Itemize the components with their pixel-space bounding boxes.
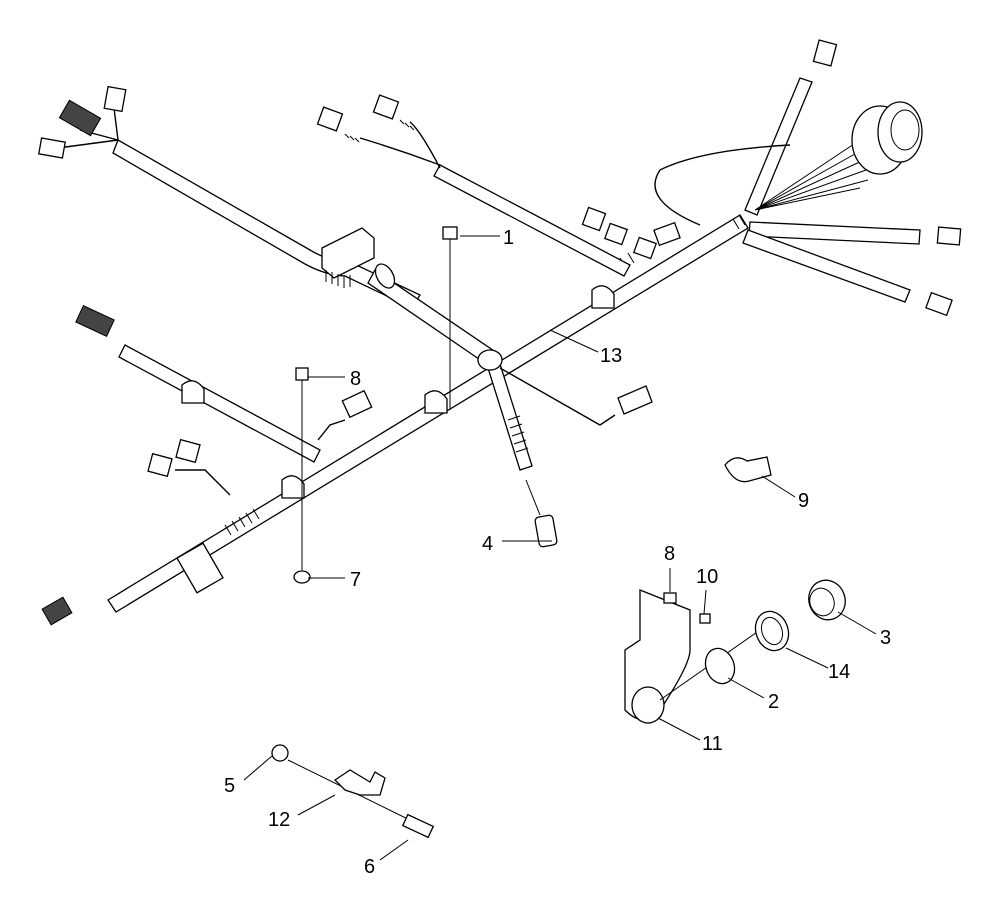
upper-middle-branch <box>316 94 681 277</box>
right-branches <box>654 39 962 317</box>
clip-part-9 <box>724 456 772 483</box>
sleeve-part-4 <box>525 479 558 548</box>
callout-11: 11 <box>702 733 723 755</box>
bolt-part-8-upper <box>293 367 311 584</box>
callout-13: 13 <box>600 345 622 367</box>
upper-left-branch <box>38 85 501 369</box>
callout-6: 6 <box>364 856 375 878</box>
callout-7: 7 <box>350 569 361 591</box>
callout-4: 4 <box>482 533 493 555</box>
harness-clamps <box>181 285 615 499</box>
callout-14: 14 <box>828 661 850 683</box>
lower-bracket-assembly <box>271 744 435 839</box>
center-down-branch <box>477 349 653 471</box>
bracket-assembly <box>624 579 846 724</box>
callout-leaders <box>243 235 877 861</box>
left-lower-branches <box>41 304 373 626</box>
callout-2: 2 <box>768 691 779 713</box>
callout-1: 1 <box>503 227 514 249</box>
callout-3: 3 <box>880 627 891 649</box>
callout-9: 9 <box>798 490 809 512</box>
callout-5: 5 <box>224 775 235 797</box>
callout-labels: 1 2 3 4 5 6 7 8 8 9 10 11 12 13 14 <box>224 227 891 878</box>
callout-8-lower: 8 <box>664 543 675 565</box>
bolt-part-1 <box>442 226 458 410</box>
callout-10: 10 <box>696 566 718 588</box>
callout-8-upper: 8 <box>350 368 361 390</box>
callout-12: 12 <box>268 809 290 831</box>
